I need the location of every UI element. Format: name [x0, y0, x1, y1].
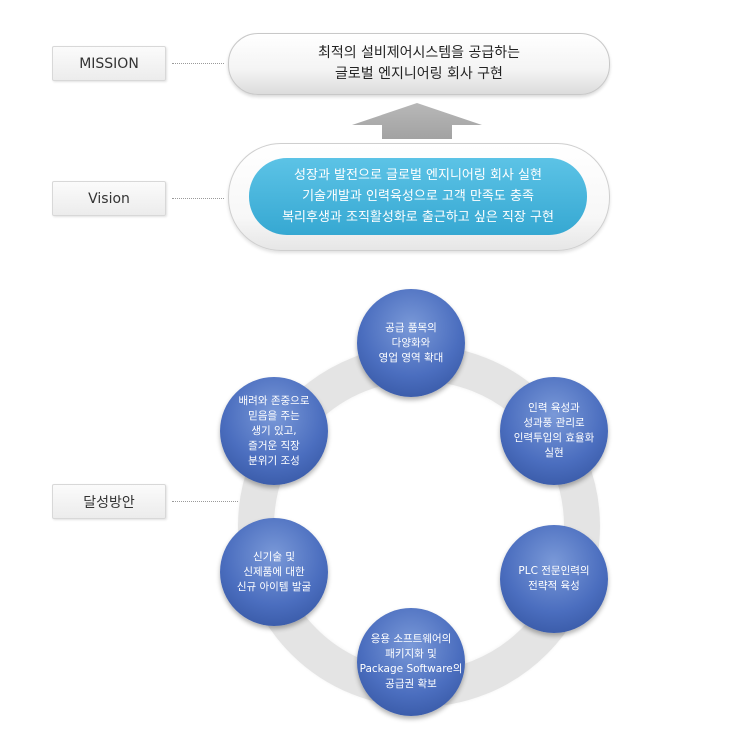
strategy-line: 분위기 조성 [248, 454, 300, 467]
strategy-label-text: 달성방안 [83, 494, 135, 511]
strategy-line: 믿음을 주는 [248, 409, 300, 422]
strategy-line: 인력투입의 효율화 [513, 432, 595, 444]
strategy-line: 실현 [544, 447, 564, 459]
vision-container: 성장과 발전으로 글로벌 엔지니어링 회사 실현 기술개발과 인력육성으로 고객… [228, 143, 610, 251]
mission-line: 최적의 설비제어시스템을 공급하는 [317, 45, 521, 61]
vision-label: Vision [52, 181, 166, 216]
vision-line: 성장과 발전으로 글로벌 엔지니어링 회사 실현 [294, 168, 542, 183]
vision-line: 기술개발과 인력육성으로 고객 만족도 충족 [302, 189, 534, 204]
mission-label: MISSION [52, 46, 166, 81]
strategy-line: 패키지화 및 [385, 648, 437, 660]
strategy-line: PLC 전문인력의 [518, 565, 590, 577]
strategy-line: 배려와 존중으로 [238, 394, 310, 407]
vision-line: 복리후생과 조직활성화로 출근하고 싶은 직장 구현 [282, 210, 554, 225]
strategy-circle-plc-training: PLC 전문인력의 전략적 육성 [500, 525, 608, 633]
mission-statement: 최적의 설비제어시스템을 공급하는 글로벌 엔지니어링 회사 구현 [228, 33, 610, 95]
vision-label-text: Vision [88, 190, 130, 207]
strategy-line: 다양화와 [391, 336, 431, 349]
strategy-line: 생기 있고, [251, 424, 297, 437]
strategy-label: 달성방안 [52, 484, 166, 519]
mission-connector [172, 63, 224, 64]
strategy-line: 공급권 확보 [385, 678, 437, 690]
up-arrow-icon [352, 103, 482, 139]
strategy-line: 성과풍 관리로 [523, 417, 585, 429]
strategy-line: 응용 소프트웨어의 [370, 633, 452, 645]
strategy-circle-software-packaging: 응용 소프트웨어의 패키지화 및 Package Software의 공급권 확… [357, 608, 465, 716]
strategy-line: 전략적 육성 [528, 580, 580, 592]
strategy-line: 즐거운 직장 [248, 439, 300, 452]
vision-connector [172, 198, 224, 199]
strategy-circle-workplace-culture: 배려와 존중으로 믿음을 주는 생기 있고, 즐거운 직장 분위기 조성 [220, 377, 328, 485]
strategy-circle-new-items: 신기술 및 신제품에 대한 신규 아이템 발굴 [220, 518, 328, 626]
strategy-line: 인력 육성과 [528, 402, 580, 414]
mission-label-text: MISSION [79, 55, 139, 72]
strategy-circle-workforce-efficiency: 인력 육성과 성과풍 관리로 인력투입의 효율화 실현 [500, 377, 608, 485]
strategy-circle-product-diversification: 공급 품목의 다양화와 영업 영역 확대 [357, 289, 465, 397]
strategy-connector [172, 501, 238, 502]
mission-line: 글로벌 엔지니어링 회사 구현 [335, 66, 503, 82]
strategy-line: Package Software의 [359, 663, 463, 675]
strategy-line: 영업 영역 확대 [378, 351, 444, 364]
strategy-line: 공급 품목의 [385, 321, 437, 334]
strategy-line: 신규 아이템 발굴 [236, 580, 312, 593]
vision-statement: 성장과 발전으로 글로벌 엔지니어링 회사 실현 기술개발과 인력육성으로 고객… [249, 158, 587, 235]
strategy-line: 신기술 및 [253, 550, 295, 563]
strategy-line: 신제품에 대한 [243, 565, 305, 578]
